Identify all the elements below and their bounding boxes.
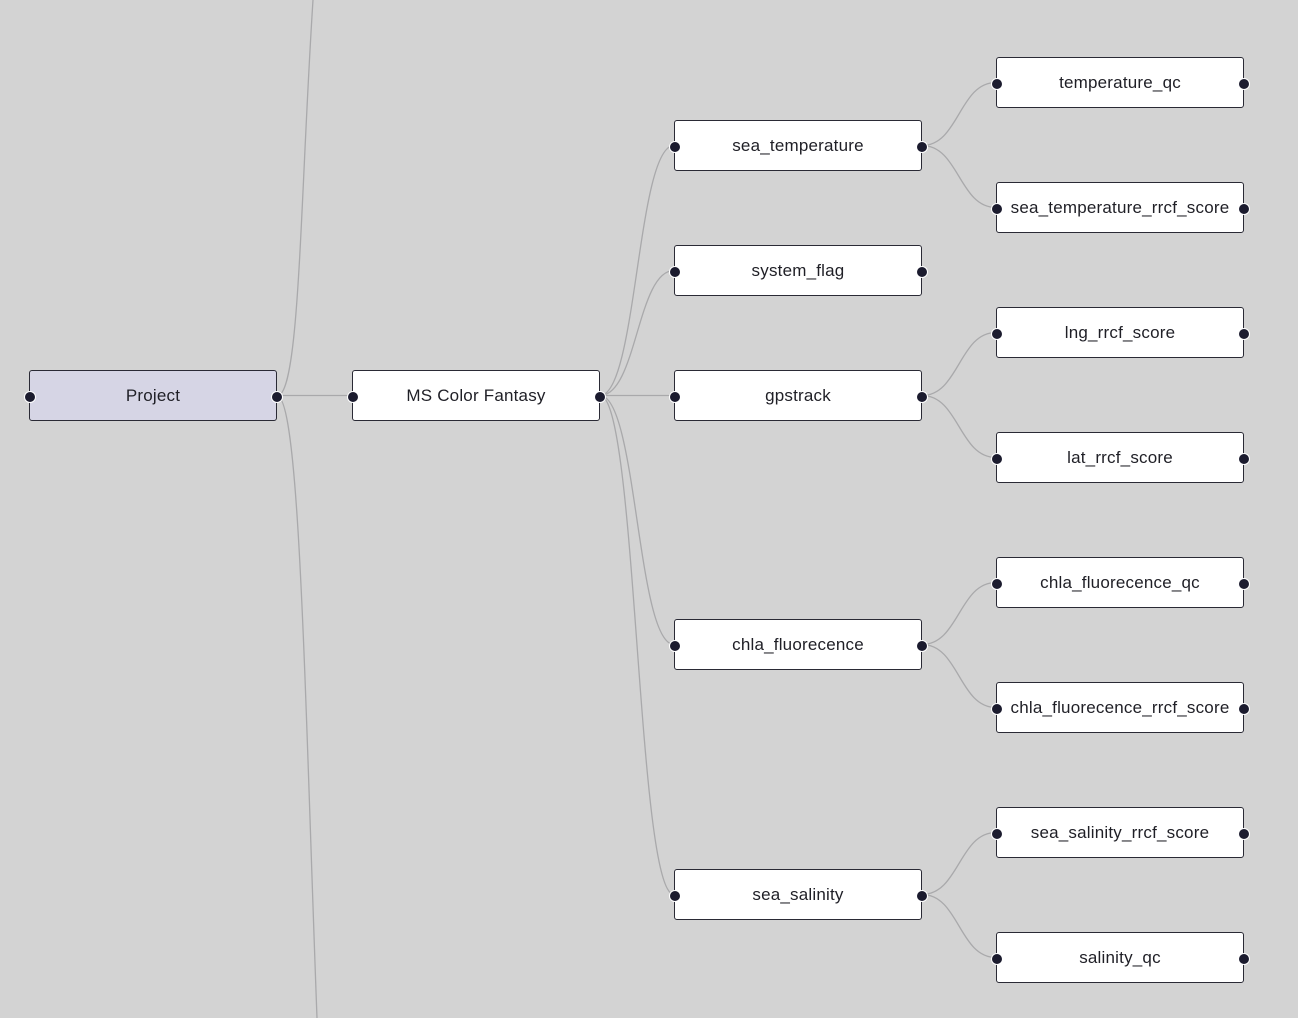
edge-gpstrack-lat-rrcf-score [921,394,997,459]
node-sea-temperature-rrcf-score-target-handle[interactable] [990,202,1003,215]
node-system-flag-source-handle[interactable] [915,265,928,278]
node-ms-color-fantasy-source-handle[interactable] [593,390,606,403]
node-gpstrack-label: gpstrack [765,385,831,405]
node-chla-fluorecence-rrcf-score[interactable]: chla_fluorecence_rrcf_score [990,682,1250,733]
node-chla-fluorecence-rrcf-score-target-handle[interactable] [990,702,1003,715]
edge-ms-color-fantasy-sea-salinity [599,394,675,896]
node-temperature-qc-source-handle[interactable] [1237,77,1250,90]
node-salinity-qc[interactable]: salinity_qc [990,932,1250,983]
node-sea-salinity-rrcf-score-source-handle[interactable] [1237,827,1250,840]
node-project[interactable]: Project [23,370,283,421]
edge-chla-fluorecence-chla-fluorecence-qc [921,581,997,646]
node-lng-rrcf-score[interactable]: lng_rrcf_score [990,307,1250,358]
node-temperature-qc-target-handle[interactable] [990,77,1003,90]
node-chla-fluorecence-qc[interactable]: chla_fluorecence_qc [990,557,1250,608]
node-chla-fluorecence-qc-target-handle[interactable] [990,577,1003,590]
node-salinity-qc-label: salinity_qc [1079,947,1161,967]
node-temperature-qc-label: temperature_qc [1059,72,1181,92]
edge-ms-color-fantasy-chla-fluorecence [599,394,675,646]
edge-sea-temperature-temperature-qc [921,81,997,147]
node-lat-rrcf-score-target-handle[interactable] [990,452,1003,465]
node-ms-color-fantasy-label: MS Color Fantasy [406,385,546,405]
node-chla-fluorecence-qc-label: chla_fluorecence_qc [1040,572,1200,592]
node-chla-fluorecence-target-handle[interactable] [668,639,681,652]
node-chla-fluorecence-source-handle[interactable] [915,639,928,652]
node-sea-salinity-target-handle[interactable] [668,889,681,902]
node-lat-rrcf-score-source-handle[interactable] [1237,452,1250,465]
edge-project-offscreen-up [276,0,314,397]
edge-ms-color-fantasy-system-flag [599,269,675,397]
node-gpstrack-source-handle[interactable] [915,390,928,403]
node-sea-temperature-label: sea_temperature [732,135,864,155]
node-chla-fluorecence-qc-source-handle[interactable] [1237,577,1250,590]
node-sea-salinity-rrcf-score-target-handle[interactable] [990,827,1003,840]
node-sea-temperature-source-handle[interactable] [915,140,928,153]
edge-sea-salinity-sea-salinity-rrcf-score [921,831,997,896]
node-gpstrack[interactable]: gpstrack [668,370,928,421]
node-chla-fluorecence-rrcf-score-source-handle[interactable] [1237,702,1250,715]
node-sea-salinity-label: sea_salinity [752,884,844,904]
node-sea-temperature-rrcf-score-source-handle[interactable] [1237,202,1250,215]
edge-project-offscreen-down [276,395,318,1018]
node-chla-fluorecence-label: chla_fluorecence [732,634,864,654]
node-project-label: Project [125,385,181,405]
node-system-flag-label: system_flag [751,260,845,280]
node-salinity-qc-target-handle[interactable] [990,952,1003,965]
node-sea-salinity-rrcf-score[interactable]: sea_salinity_rrcf_score [990,807,1250,858]
node-lng-rrcf-score-label: lng_rrcf_score [1064,322,1176,342]
edge-ms-color-fantasy-sea-temperature [599,144,675,397]
node-system-flag-target-handle[interactable] [668,265,681,278]
node-sea-temperature-target-handle[interactable] [668,140,681,153]
edge-sea-salinity-salinity-qc [921,893,997,959]
node-lng-rrcf-score-target-handle[interactable] [990,327,1003,340]
node-sea-salinity[interactable]: sea_salinity [668,869,928,920]
node-ms-color-fantasy-target-handle[interactable] [346,390,359,403]
node-temperature-qc[interactable]: temperature_qc [990,57,1250,108]
node-system-flag[interactable]: system_flag [668,245,928,296]
node-sea-temperature-rrcf-score[interactable]: sea_temperature_rrcf_score [990,182,1250,233]
node-lng-rrcf-score-source-handle[interactable] [1237,327,1250,340]
node-salinity-qc-source-handle[interactable] [1237,952,1250,965]
node-chla-fluorecence-rrcf-score-label: chla_fluorecence_rrcf_score [1010,697,1230,717]
node-ms-color-fantasy[interactable]: MS Color Fantasy [346,370,606,421]
edge-chla-fluorecence-chla-fluorecence-rrcf-score [921,643,997,709]
node-project-source-handle[interactable] [270,390,283,403]
node-sea-salinity-rrcf-score-label: sea_salinity_rrcf_score [1030,822,1210,842]
node-chla-fluorecence[interactable]: chla_fluorecence [668,619,928,670]
node-lat-rrcf-score-label: lat_rrcf_score [1067,447,1173,467]
node-sea-salinity-source-handle[interactable] [915,889,928,902]
node-sea-temperature-rrcf-score-label: sea_temperature_rrcf_score [1010,197,1230,217]
node-project-target-handle[interactable] [23,390,36,403]
node-gpstrack-target-handle[interactable] [668,390,681,403]
edge-sea-temperature-sea-temperature-rrcf-score [921,144,997,209]
edge-gpstrack-lng-rrcf-score [921,331,997,397]
node-sea-temperature[interactable]: sea_temperature [668,120,928,171]
node-lat-rrcf-score[interactable]: lat_rrcf_score [990,432,1250,483]
